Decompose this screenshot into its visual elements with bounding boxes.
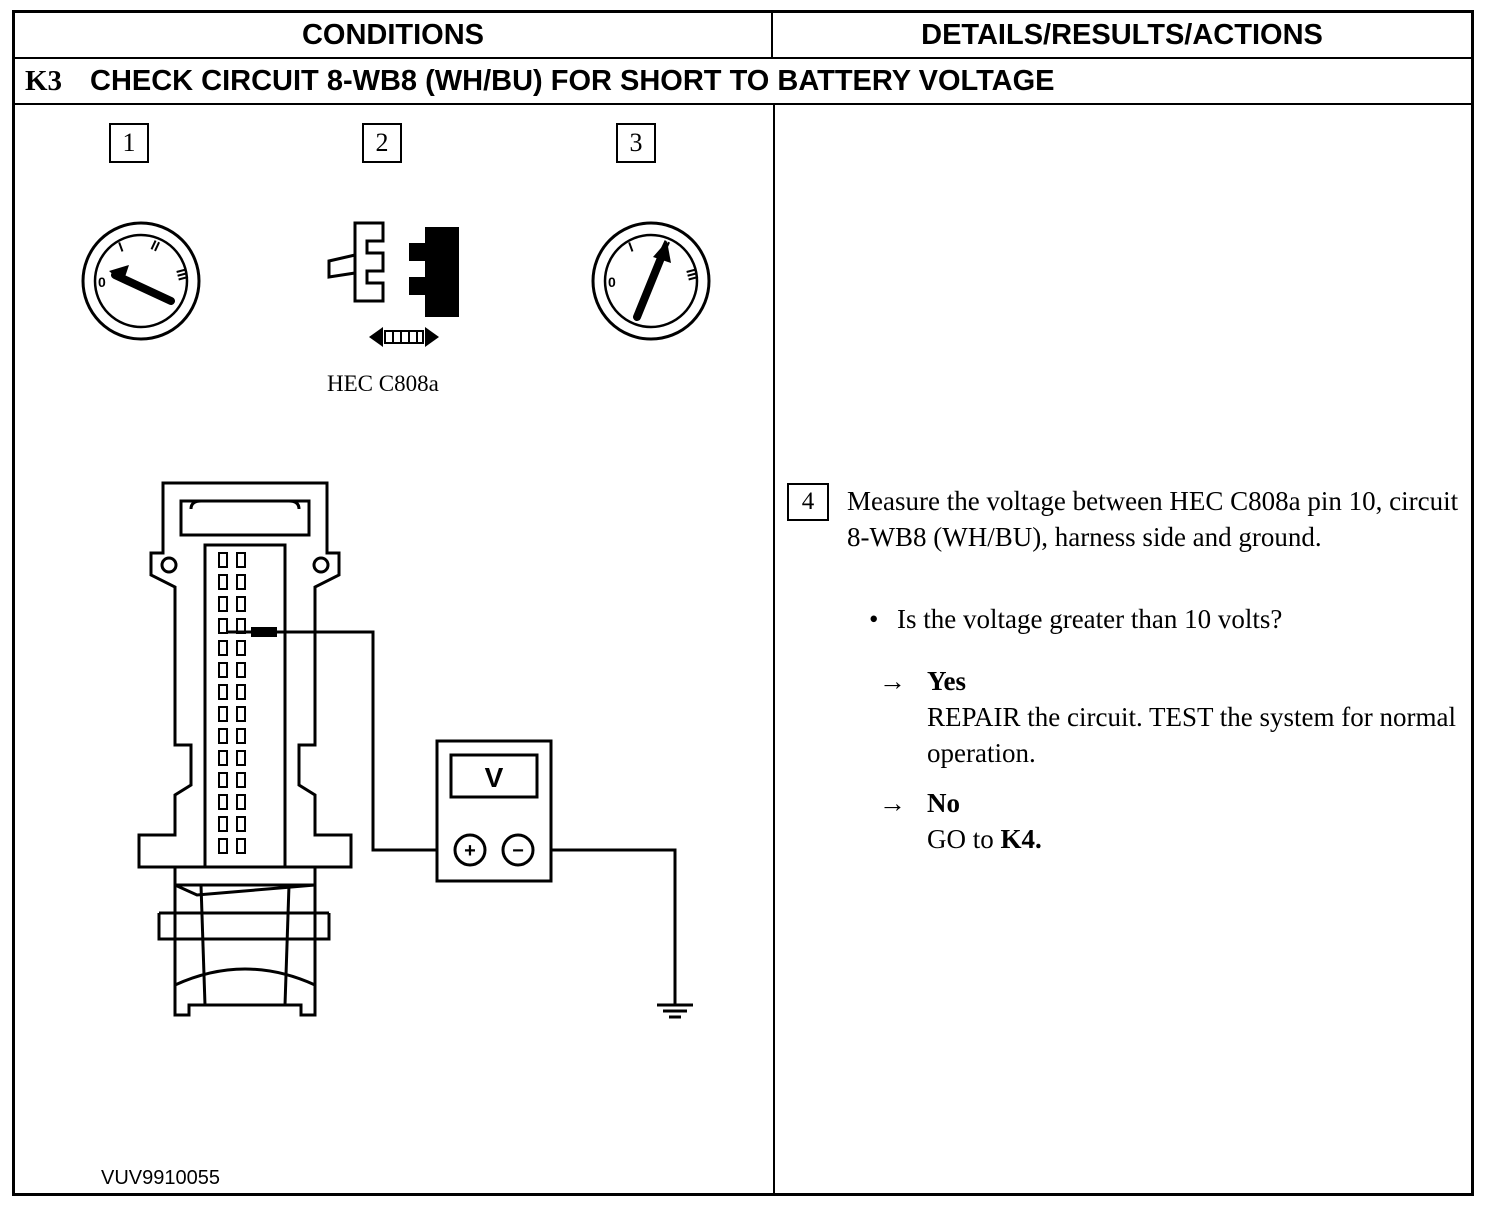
svg-text:I: I	[626, 239, 635, 255]
figure-drawing: 0 I II III	[81, 221, 711, 1019]
test-probe	[227, 627, 277, 637]
answer-no-action-prefix: GO to	[927, 824, 1001, 854]
answer-no-label: No	[927, 788, 960, 818]
ignition-switch-on-icon: 0 I II III	[591, 221, 711, 341]
meter-minus-terminal: −	[512, 840, 524, 862]
condition-number-3: 3	[616, 123, 656, 163]
detail-step-number: 4	[787, 483, 829, 521]
voltmeter-icon: V + −	[435, 739, 553, 883]
svg-text:0: 0	[608, 274, 616, 290]
column-divider	[773, 105, 775, 1193]
details-results-actions-header: DETAILS/RESULTS/ACTIONS	[921, 19, 1323, 51]
diagnostic-test-sheet: CONDITIONS DETAILS/RESULTS/ACTIONS K3 CH…	[12, 10, 1474, 1196]
go-to-step-link[interactable]: K4.	[1000, 824, 1042, 854]
condition-number-1: 1	[109, 123, 149, 163]
connector-label: HEC C808a	[327, 371, 439, 396]
connector-disconnect-icon	[327, 221, 459, 347]
figure-reference-number: VUV9910055	[101, 1167, 220, 1189]
measurement-instruction: Measure the voltage between HEC C808a pi…	[847, 486, 1459, 552]
ignition-pos-ii: II	[149, 237, 163, 255]
negative-test-lead	[533, 848, 677, 1005]
question-bullet: • Is the voltage greater than 10 volts?	[869, 601, 1459, 637]
answer-yes-label: Yes	[927, 666, 966, 696]
connector-pin-cavities	[218, 552, 246, 854]
meter-display-label: V	[485, 762, 504, 793]
step-title: CHECK CIRCUIT 8-WB8 (WH/BU) FOR SHORT TO…	[90, 65, 1055, 97]
conditions-figure: 1 2 3 0 I II III	[15, 105, 773, 1193]
positive-test-lead	[277, 630, 457, 852]
harness-connector-drawing	[137, 481, 353, 1017]
question-text: Is the voltage greater than 10 volts?	[897, 604, 1283, 634]
condition-number-2: 2	[362, 123, 402, 163]
arrow-right-icon: →	[879, 788, 906, 818]
ignition-pos-0: 0	[98, 274, 106, 290]
svg-text:III: III	[683, 267, 701, 282]
meter-plus-terminal: +	[464, 840, 476, 862]
arrow-right-icon: →	[879, 666, 906, 696]
answer-no-action: GO to K4.	[927, 821, 1467, 857]
conditions-header: CONDITIONS	[15, 13, 773, 57]
test-step-title-row: K3 CHECK CIRCUIT 8-WB8 (WH/BU) FOR SHORT…	[15, 57, 1471, 105]
answer-yes-action: REPAIR the circuit. TEST the system for …	[927, 702, 1456, 768]
ignition-pos-i: I	[116, 239, 125, 255]
ignition-pos-iii: III	[173, 267, 191, 282]
step-id: K3	[25, 65, 63, 97]
ground-symbol-icon	[657, 1003, 693, 1019]
bullet-dot: •	[869, 604, 879, 634]
ignition-switch-off-icon: 0 I II III	[81, 221, 201, 341]
